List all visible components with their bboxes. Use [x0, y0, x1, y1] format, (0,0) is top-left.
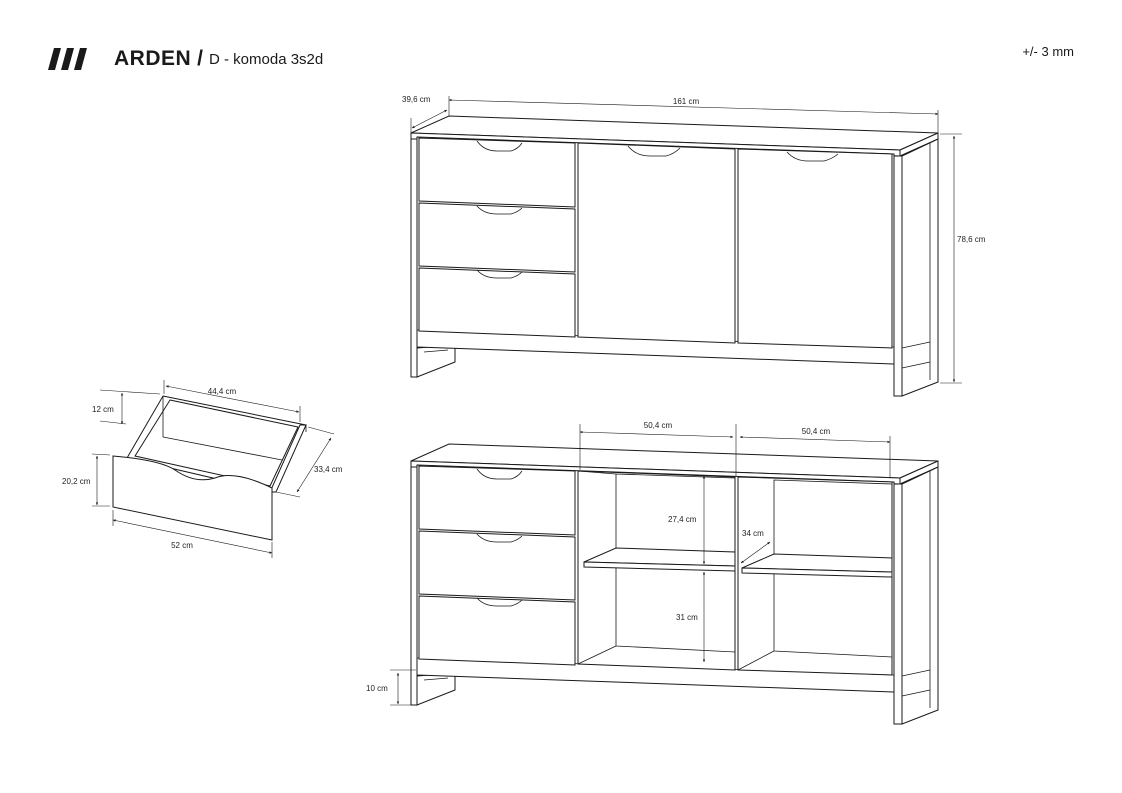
- header: ARDEN / D - komoda 3s2d: [48, 44, 323, 74]
- drawer-front-6: [418, 595, 576, 666]
- door-right: [737, 148, 893, 349]
- dresser-closed-view: [410, 115, 939, 397]
- drawer-inner-width-label: 44,4 cm: [208, 387, 237, 396]
- dresser-open-view: [410, 443, 939, 725]
- dresser-closed-dimensions: 161 cm 39,6 cm 78,6 cm: [402, 95, 986, 384]
- tolerance-note: +/- 3 mm: [1022, 44, 1074, 59]
- shelf-depth-label: 34 cm: [742, 529, 764, 538]
- left-frame: [410, 138, 418, 378]
- drawer-front-height-label: 20,2 cm: [62, 477, 91, 486]
- brand-logo-icon: [48, 48, 87, 70]
- drawer-front-1: [418, 137, 576, 208]
- width-label: 161 cm: [673, 97, 700, 106]
- depth-label: 39,6 cm: [402, 95, 431, 104]
- title-separator: /: [197, 47, 204, 70]
- right-frame: [893, 155, 903, 397]
- drawer-front-3: [418, 267, 576, 338]
- drawer-depth-label: 33,4 cm: [314, 465, 343, 474]
- model-name: D - komoda 3s2d: [209, 50, 324, 68]
- lower-space-label: 31 cm: [676, 613, 698, 622]
- door-left: [577, 142, 736, 344]
- dresser-open-dimensions: 50,4 cm 50,4 cm 27,4 cm 31 cm 34 cm 10 c…: [366, 421, 891, 706]
- drawer-front-2: [418, 202, 576, 273]
- compartment-right: [737, 476, 893, 676]
- compartment-width-left-label: 50,4 cm: [644, 421, 673, 430]
- drawer-inner-height-label: 12 cm: [92, 405, 114, 414]
- drawer-front-panel: [112, 455, 273, 541]
- leg-height-label: 10 cm: [366, 684, 388, 693]
- compartment-left: [577, 470, 736, 671]
- drawer-box-view: [112, 395, 307, 541]
- drawer-front-4: [418, 465, 576, 536]
- left-frame-open: [410, 466, 418, 706]
- height-label: 78,6 cm: [957, 235, 986, 244]
- drawer-box-dimensions: 44,4 cm 12 cm 20,2 cm 33,4 cm 52 cm: [62, 380, 343, 558]
- drawer-width-label: 52 cm: [171, 541, 193, 550]
- compartment-width-right-label: 50,4 cm: [802, 427, 831, 436]
- upper-space-label: 27,4 cm: [668, 515, 697, 524]
- drawer-front-5: [418, 530, 576, 601]
- brand-name: ARDEN: [114, 47, 192, 70]
